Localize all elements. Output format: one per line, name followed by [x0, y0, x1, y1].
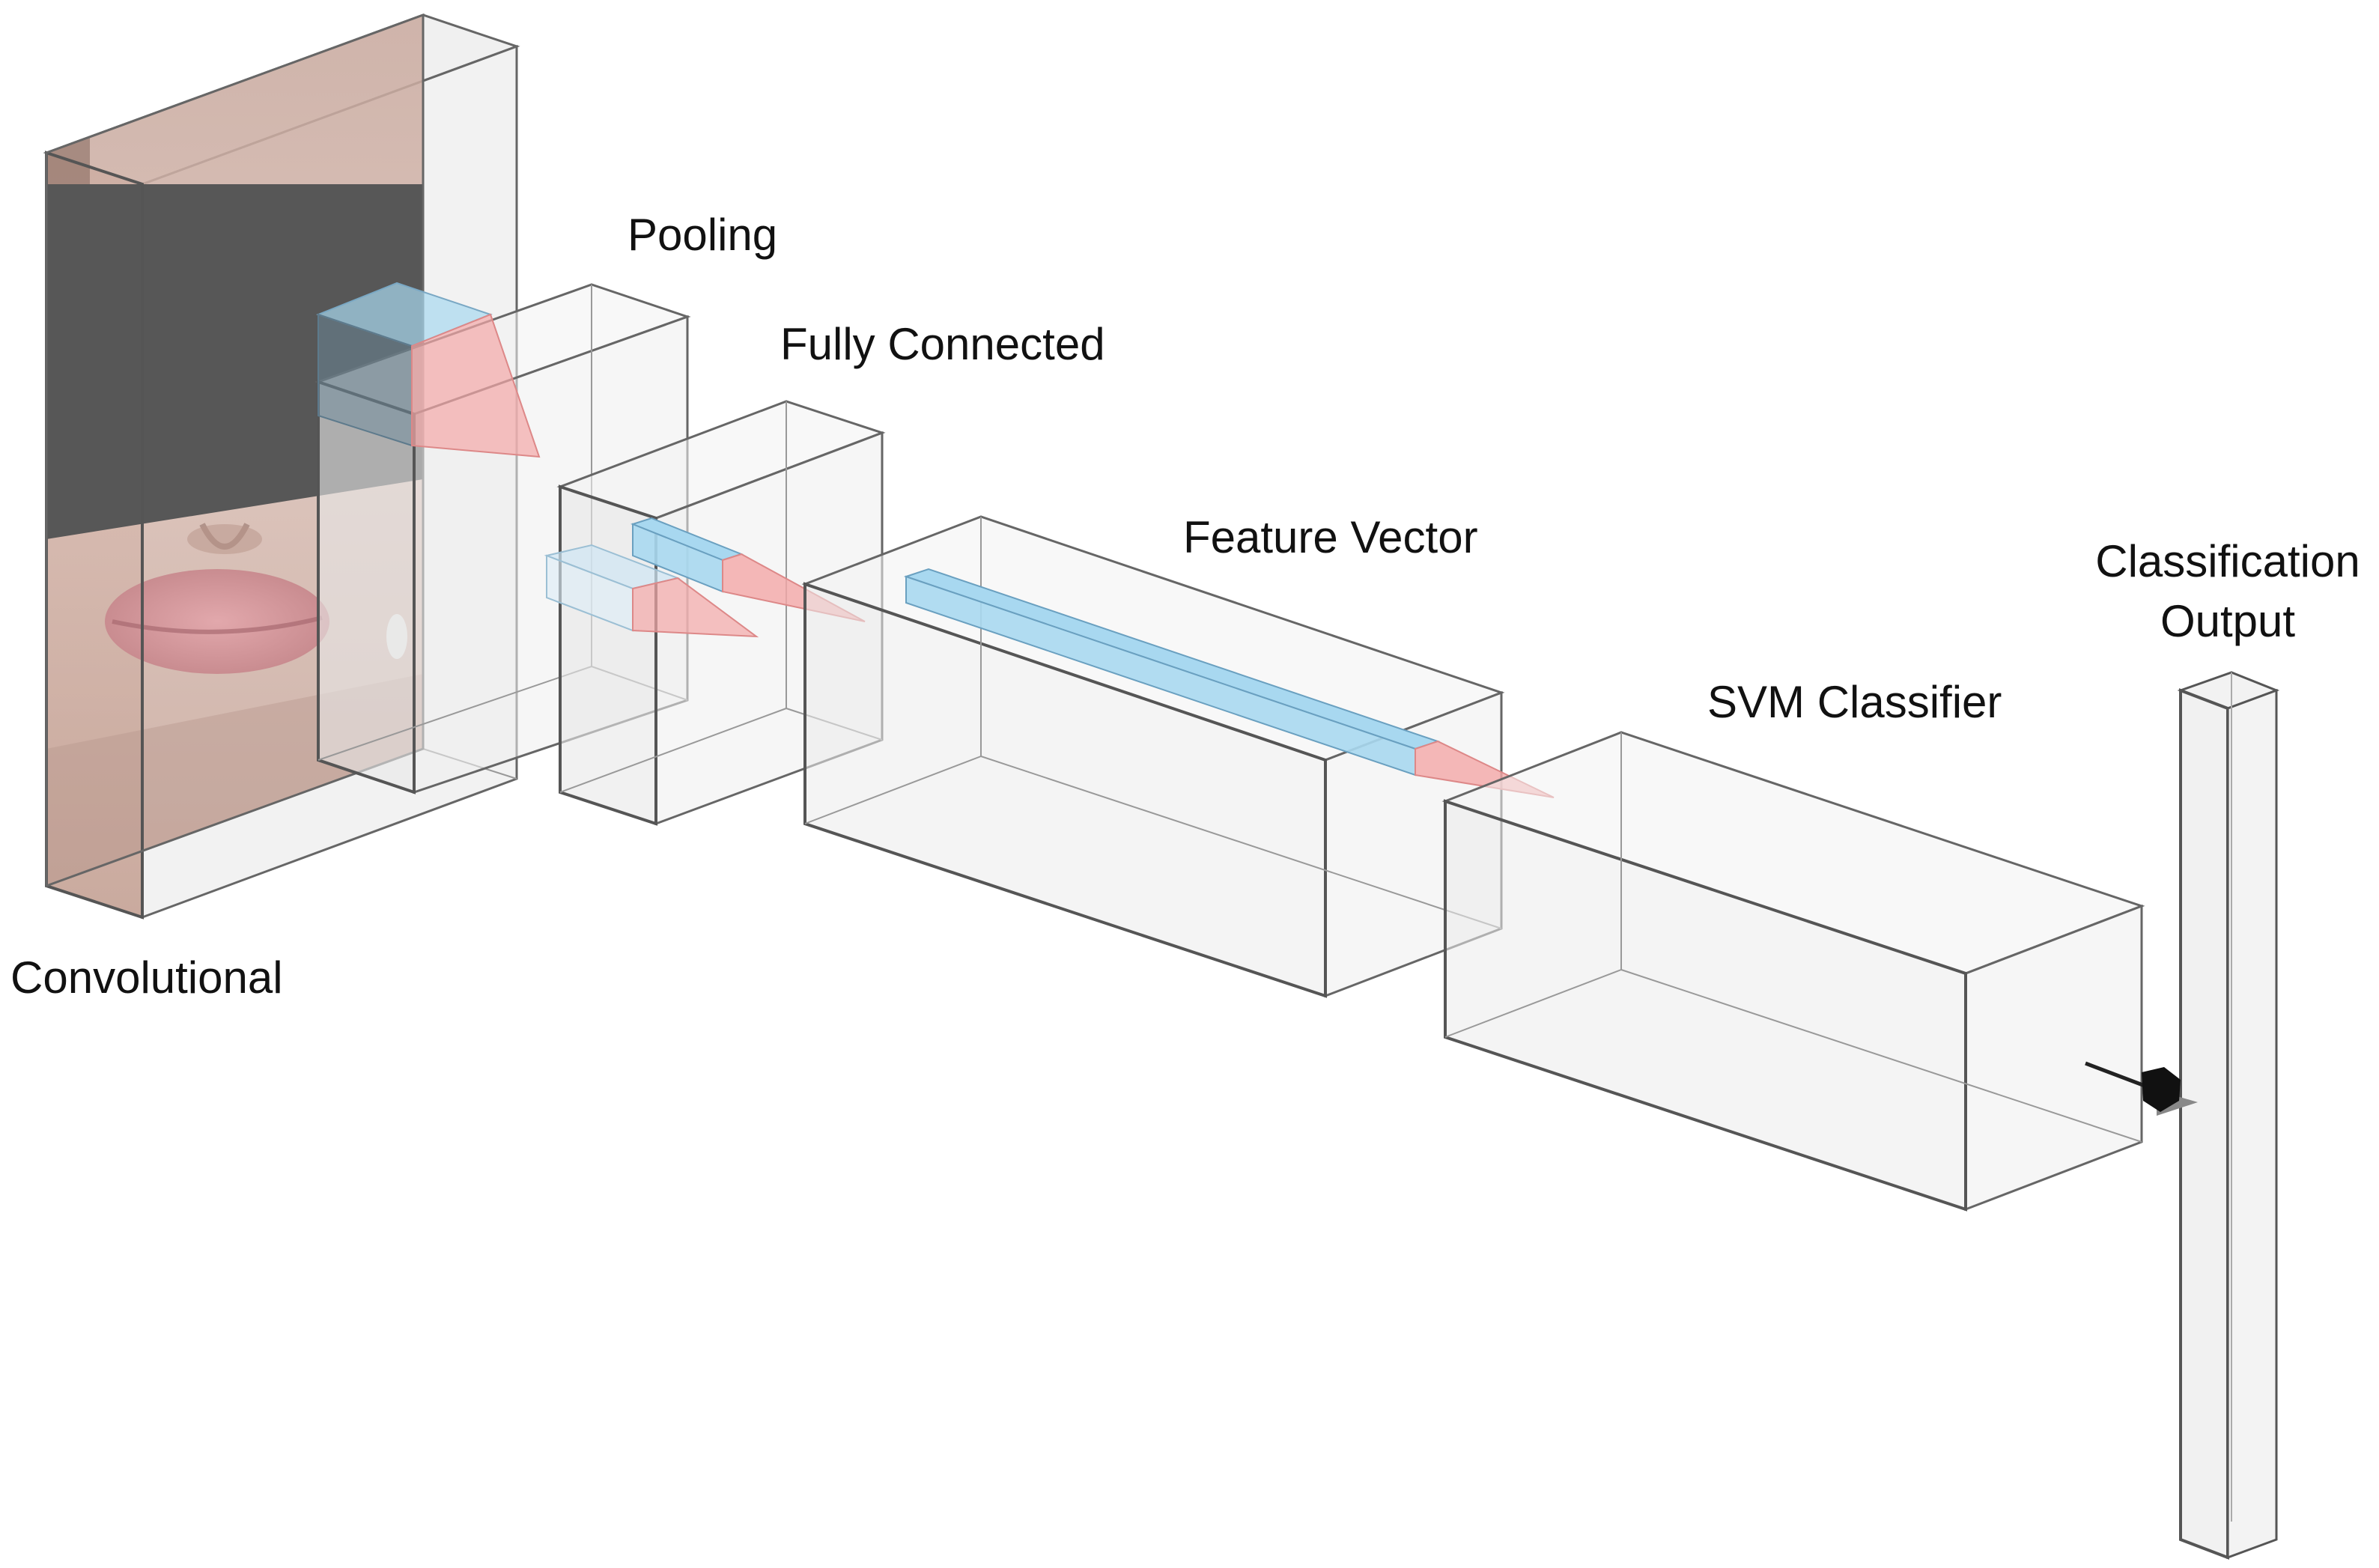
conv-kernel — [316, 282, 541, 458]
classification-output-box — [2177, 671, 2280, 1560]
label-convolutional: Convolutional — [10, 952, 283, 1003]
label-classification-output: Classification Output — [2082, 532, 2374, 651]
label-pooling: Pooling — [628, 210, 778, 260]
feature-kernel — [903, 568, 1555, 798]
label-feature-vector: Feature Vector — [1183, 512, 1478, 562]
label-classification-line1: Classification — [2095, 536, 2360, 586]
svm-classifier-box — [1441, 731, 2145, 1212]
output-connector — [2085, 1061, 2198, 1116]
label-classification-line2: Output — [2160, 596, 2296, 646]
lips — [105, 569, 329, 674]
label-svm-classifier: SVM Classifier — [1707, 677, 2002, 727]
pooling-kernel — [544, 544, 759, 638]
output-node — [2142, 1067, 2181, 1112]
label-fully-connected: Fully Connected — [780, 319, 1105, 369]
